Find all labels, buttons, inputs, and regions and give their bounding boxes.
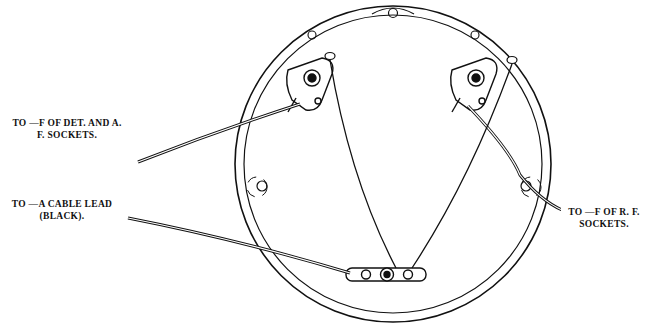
wires (128, 60, 562, 273)
terminal-clip (451, 58, 497, 112)
wire-lug (325, 53, 335, 60)
wire-label: TO —F OF DET. AND A. F. SOCKETS. (10, 117, 124, 141)
housing-rim (235, 6, 551, 322)
screw-hole (389, 9, 398, 18)
housing-inner-rim (244, 15, 542, 313)
terminal-strip (346, 268, 426, 281)
wire-lug (507, 57, 517, 64)
screw-hole (308, 31, 316, 39)
screw-hole (471, 31, 479, 39)
terminal-clip (287, 58, 333, 112)
wire-label: TO —F OF R. F. SOCKETS. (561, 206, 647, 230)
wire-label: TO —A CABLE LEAD (BLACK). (8, 198, 116, 222)
